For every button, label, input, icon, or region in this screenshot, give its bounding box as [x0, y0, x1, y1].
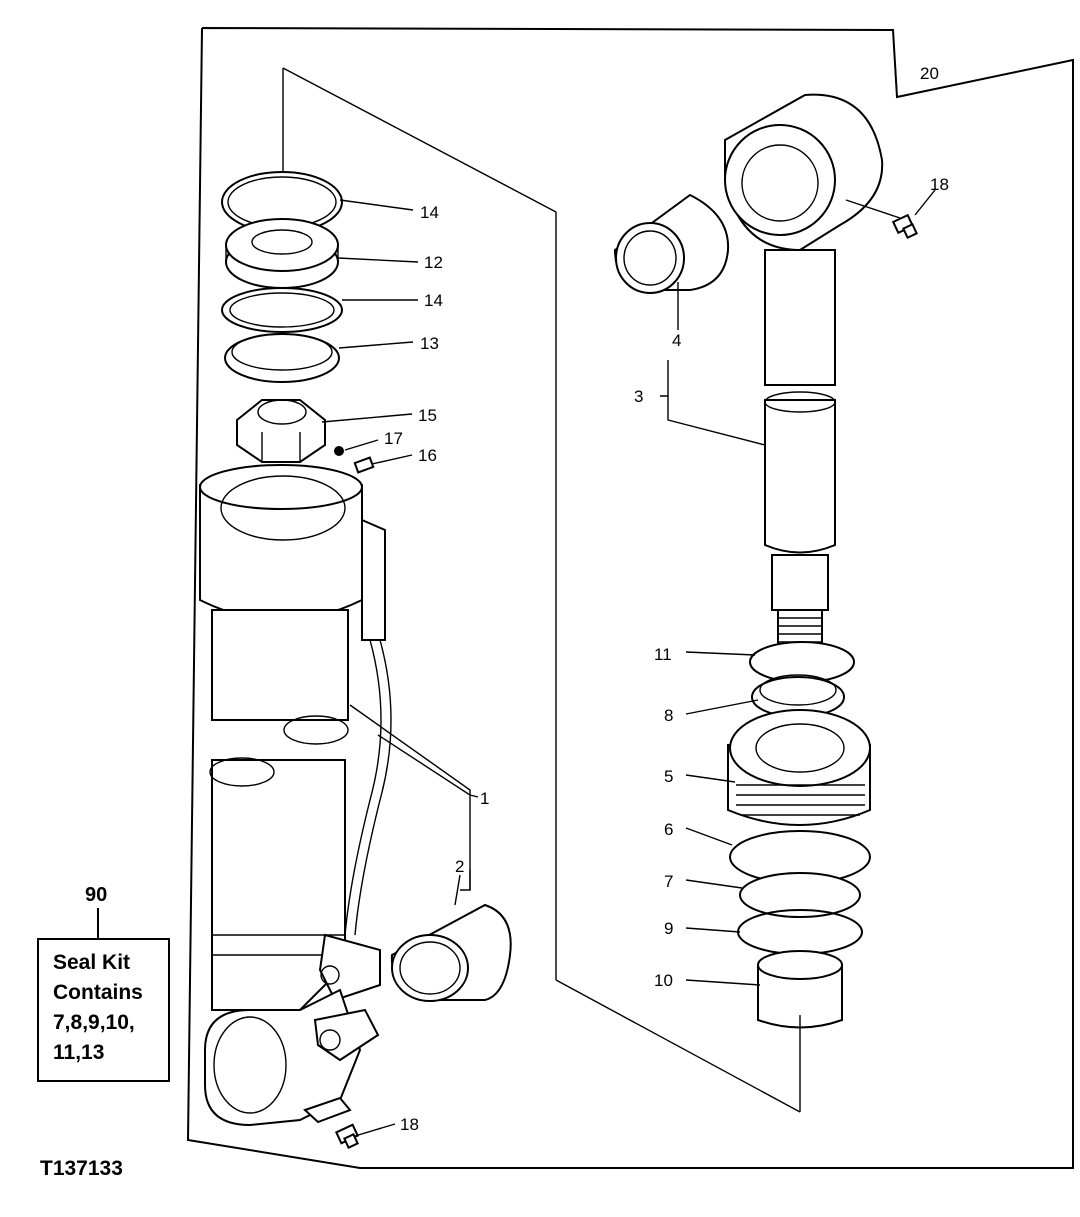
callout-20: 20 [920, 64, 939, 83]
callout-5: 5 [664, 767, 673, 786]
callout-18-left: 18 [400, 1115, 419, 1134]
gland-5 [727, 709, 871, 826]
seal-kit-leader [97, 908, 99, 939]
bushing-2-left [390, 903, 512, 1002]
seal-kit-line: Contains [53, 981, 143, 1004]
grease-fitting-18-right [891, 213, 918, 239]
callout-15: 15 [418, 406, 437, 425]
ball-17 [334, 446, 344, 456]
piston-12 [225, 218, 339, 289]
seal-kit-line: 11,13 [53, 1041, 105, 1064]
snap-ring-11 [749, 641, 855, 683]
callout-6: 6 [664, 820, 673, 839]
seal-kit-ref-number: 90 [85, 884, 108, 906]
rod-eye-3 [724, 93, 884, 651]
callout-4: 4 [672, 331, 681, 350]
callout-1: 1 [480, 789, 489, 808]
snap-ring-14-lower [221, 287, 343, 333]
rod-end-eye-left [204, 988, 380, 1127]
lock-nut-15 [236, 399, 326, 463]
callout-16: 16 [418, 446, 437, 465]
wiper-10 [757, 950, 843, 1030]
barrel-1 [199, 464, 392, 1011]
callout-14b: 14 [424, 291, 443, 310]
bushing-4 [613, 193, 730, 294]
seal-kit-box: Seal Kit Contains 7,8,9,10, 11,13 [37, 938, 170, 1082]
leader-lines [321, 189, 936, 1137]
callout-3: 3 [634, 387, 643, 406]
callout-13: 13 [420, 334, 439, 353]
callout-10: 10 [654, 971, 673, 990]
group-frame [186, 27, 1074, 1169]
callout-18-right: 18 [930, 175, 949, 194]
o-ring-7 [739, 872, 861, 918]
callout-12: 12 [424, 253, 443, 272]
callout-14a: 14 [420, 203, 439, 222]
figure-id: T137133 [40, 1157, 123, 1180]
callout-8: 8 [664, 706, 673, 725]
callout-2-left: 2 [455, 857, 464, 876]
seal-kit-line: Seal Kit [53, 951, 131, 974]
callout-17: 17 [384, 429, 403, 448]
seal-kit-line: 7,8,9,10, [53, 1011, 135, 1034]
callout-7: 7 [664, 872, 673, 891]
callout-9: 9 [664, 919, 673, 938]
callout-11: 11 [654, 645, 672, 664]
set-screw-16 [353, 456, 375, 474]
grease-fitting-18-left [334, 1123, 360, 1149]
wear-ring-13 [224, 333, 340, 383]
